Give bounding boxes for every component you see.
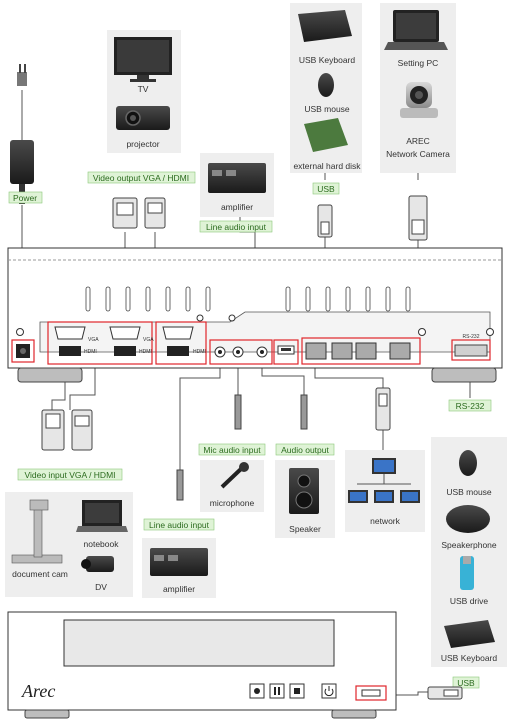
tags: Power Video output VGA / HDMI Line audio… <box>8 171 492 689</box>
usb-keyboard-top-label: USB Keyboard <box>299 55 355 65</box>
network-camera-label-line2: Network Camera <box>386 149 450 159</box>
screws <box>16 314 494 336</box>
vga-text-1: VGA <box>88 337 99 343</box>
usb-keyboard-right-label: USB Keyboard <box>441 653 497 663</box>
dv-label: DV <box>95 582 107 592</box>
usb-mouse-right-label: USB mouse <box>446 487 492 497</box>
record-button[interactable] <box>249 683 265 699</box>
usb-devices-top-card: USB Keyboard USB mouse external hard dis… <box>290 3 362 173</box>
usb-plug-bottom <box>427 686 463 700</box>
mic-plug <box>234 394 242 430</box>
mouse-icon <box>318 73 334 97</box>
pause-icon <box>274 687 280 695</box>
pause-button[interactable] <box>269 683 285 699</box>
rs232-port-text: RS-232 <box>463 334 480 340</box>
external-hard-disk-label: external hard disk <box>293 161 361 171</box>
line-audio-input-top-tag: Line audio input <box>206 222 267 232</box>
line-audio-input-bottom-tag: Line audio input <box>149 520 210 530</box>
stop-button[interactable] <box>289 683 305 699</box>
usb-drive-label: USB drive <box>450 596 489 606</box>
keyboard-icon <box>298 10 352 42</box>
speaker-label: Speaker <box>289 524 321 534</box>
amplifier-top-label: amplifier <box>221 202 253 212</box>
dv-icon <box>81 556 114 572</box>
projector-label: projector <box>126 139 159 149</box>
vent-slots <box>85 286 411 312</box>
laptop-icon <box>384 10 448 50</box>
hdmi-text-1: HDMI <box>84 349 97 355</box>
tv-label: TV <box>138 84 149 94</box>
line-audio-plug <box>176 469 184 501</box>
speaker-card: Speaker <box>275 460 335 538</box>
mic-audio-input-tag: Mic audio input <box>203 445 261 455</box>
document-cam-icon <box>11 499 63 564</box>
front-panel: Arec <box>7 611 397 719</box>
amplifier-bottom-card: amplifier <box>142 538 216 598</box>
record-icon <box>254 688 260 694</box>
audio-output-tag: Audio output <box>281 445 329 455</box>
projector-icon <box>116 106 170 130</box>
video-input-plugs <box>41 409 93 451</box>
microphone-card: microphone <box>200 460 264 512</box>
video-output-plugs <box>112 197 166 229</box>
notebook-label: notebook <box>84 539 120 549</box>
source-devices-card: document cam notebook DV <box>5 492 133 597</box>
network-label: network <box>370 516 401 526</box>
network-plug <box>375 387 391 431</box>
power-tag: Power <box>13 193 37 203</box>
notebook-icon <box>76 500 128 532</box>
rj45-plug-top <box>408 195 428 241</box>
usb-top-tag: USB <box>317 184 335 194</box>
rear-panel: VGA VGA HDMI HDMI HDMI <box>7 247 503 383</box>
usb-bottom-tag: USB <box>457 678 475 688</box>
network-card: network <box>345 450 425 532</box>
tv-projector-card: TV projector <box>107 30 181 153</box>
power-icon <box>324 686 334 697</box>
speakerphone-label: Speakerphone <box>441 540 497 550</box>
usb-mouse-top-label: USB mouse <box>304 104 350 114</box>
brand-logo: Arec <box>21 681 55 701</box>
vga-text-2: VGA <box>143 337 154 343</box>
rs232-tag: RS-232 <box>456 401 485 411</box>
video-input-tag: Video input VGA / HDMI <box>24 470 115 480</box>
front-usb-port[interactable] <box>355 685 387 701</box>
arec-label-line1: AREC <box>406 136 430 146</box>
hdmi-text-2: HDMI <box>139 349 152 355</box>
power-button[interactable] <box>321 683 337 699</box>
hdmi-text-3: HDMI <box>193 349 206 355</box>
amplifier-bottom-label: amplifier <box>163 584 195 594</box>
amplifier-top-card: amplifier <box>200 153 274 217</box>
usb-plug-top <box>317 204 333 238</box>
video-output-tag: Video output VGA / HDMI <box>93 173 189 183</box>
tv-icon <box>114 37 172 82</box>
document-cam-label: document cam <box>12 569 68 579</box>
camera-icon <box>400 82 438 118</box>
stop-icon <box>294 688 300 694</box>
setting-pc-label: Setting PC <box>398 58 439 68</box>
hard-disk-icon <box>304 118 348 152</box>
audio-out-plug <box>300 394 308 430</box>
usb-peripherals-card: USB mouse Speakerphone USB drive USB Key… <box>431 437 507 667</box>
pc-camera-card: Setting PC AREC Network Camera <box>380 3 456 173</box>
microphone-label: microphone <box>210 498 255 508</box>
